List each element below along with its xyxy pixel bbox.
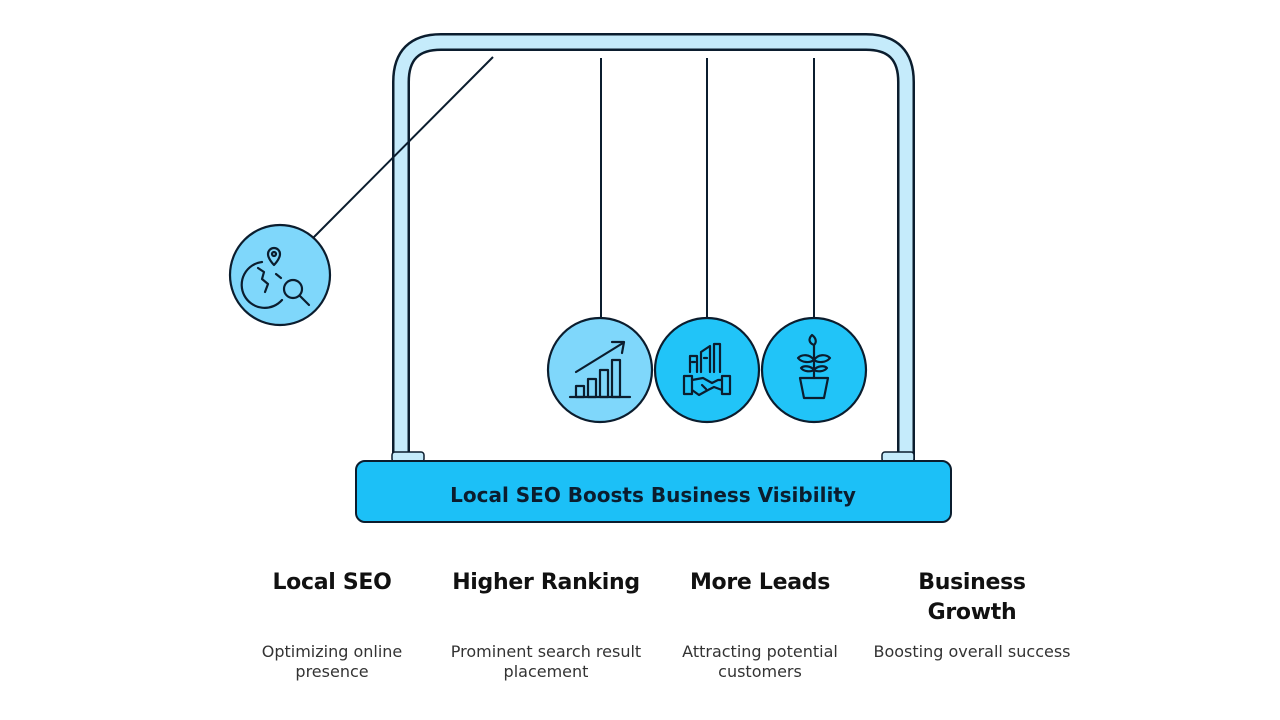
stage-description: Boosting overall success <box>873 642 1071 661</box>
stage-local-seo: Local SEO Optimizing online presence <box>232 568 432 682</box>
cradle-graphic: Local SEO Boosts Business Visibility <box>228 33 952 523</box>
stage-title: Local SEO <box>272 570 392 595</box>
globe-location-search-icon <box>228 223 332 327</box>
growth-chart-icon <box>546 316 654 424</box>
stage-business-growth: Business Growth Boosting overall success <box>872 568 1072 662</box>
cradle-base <box>355 460 952 523</box>
cradle-frame-fill <box>394 35 913 460</box>
string-swinging <box>312 56 494 239</box>
handshake-buildings-icon <box>653 316 761 424</box>
base-label: Local SEO Boosts Business Visibility <box>450 483 856 507</box>
stage-description: Prominent search result placement <box>450 642 642 681</box>
stage-title: Business Growth <box>918 570 1026 625</box>
plant-pot-icon <box>760 316 868 424</box>
stage-higher-ranking: Higher Ranking Prominent search result p… <box>446 568 646 682</box>
stage-description: Optimizing online presence <box>261 642 403 681</box>
stage-description: Attracting potential customers <box>682 642 838 681</box>
stage-title: More Leads <box>689 570 831 595</box>
stage-more-leads: More Leads Attracting potential customer… <box>660 568 860 682</box>
stage-title: Higher Ranking <box>452 570 640 595</box>
